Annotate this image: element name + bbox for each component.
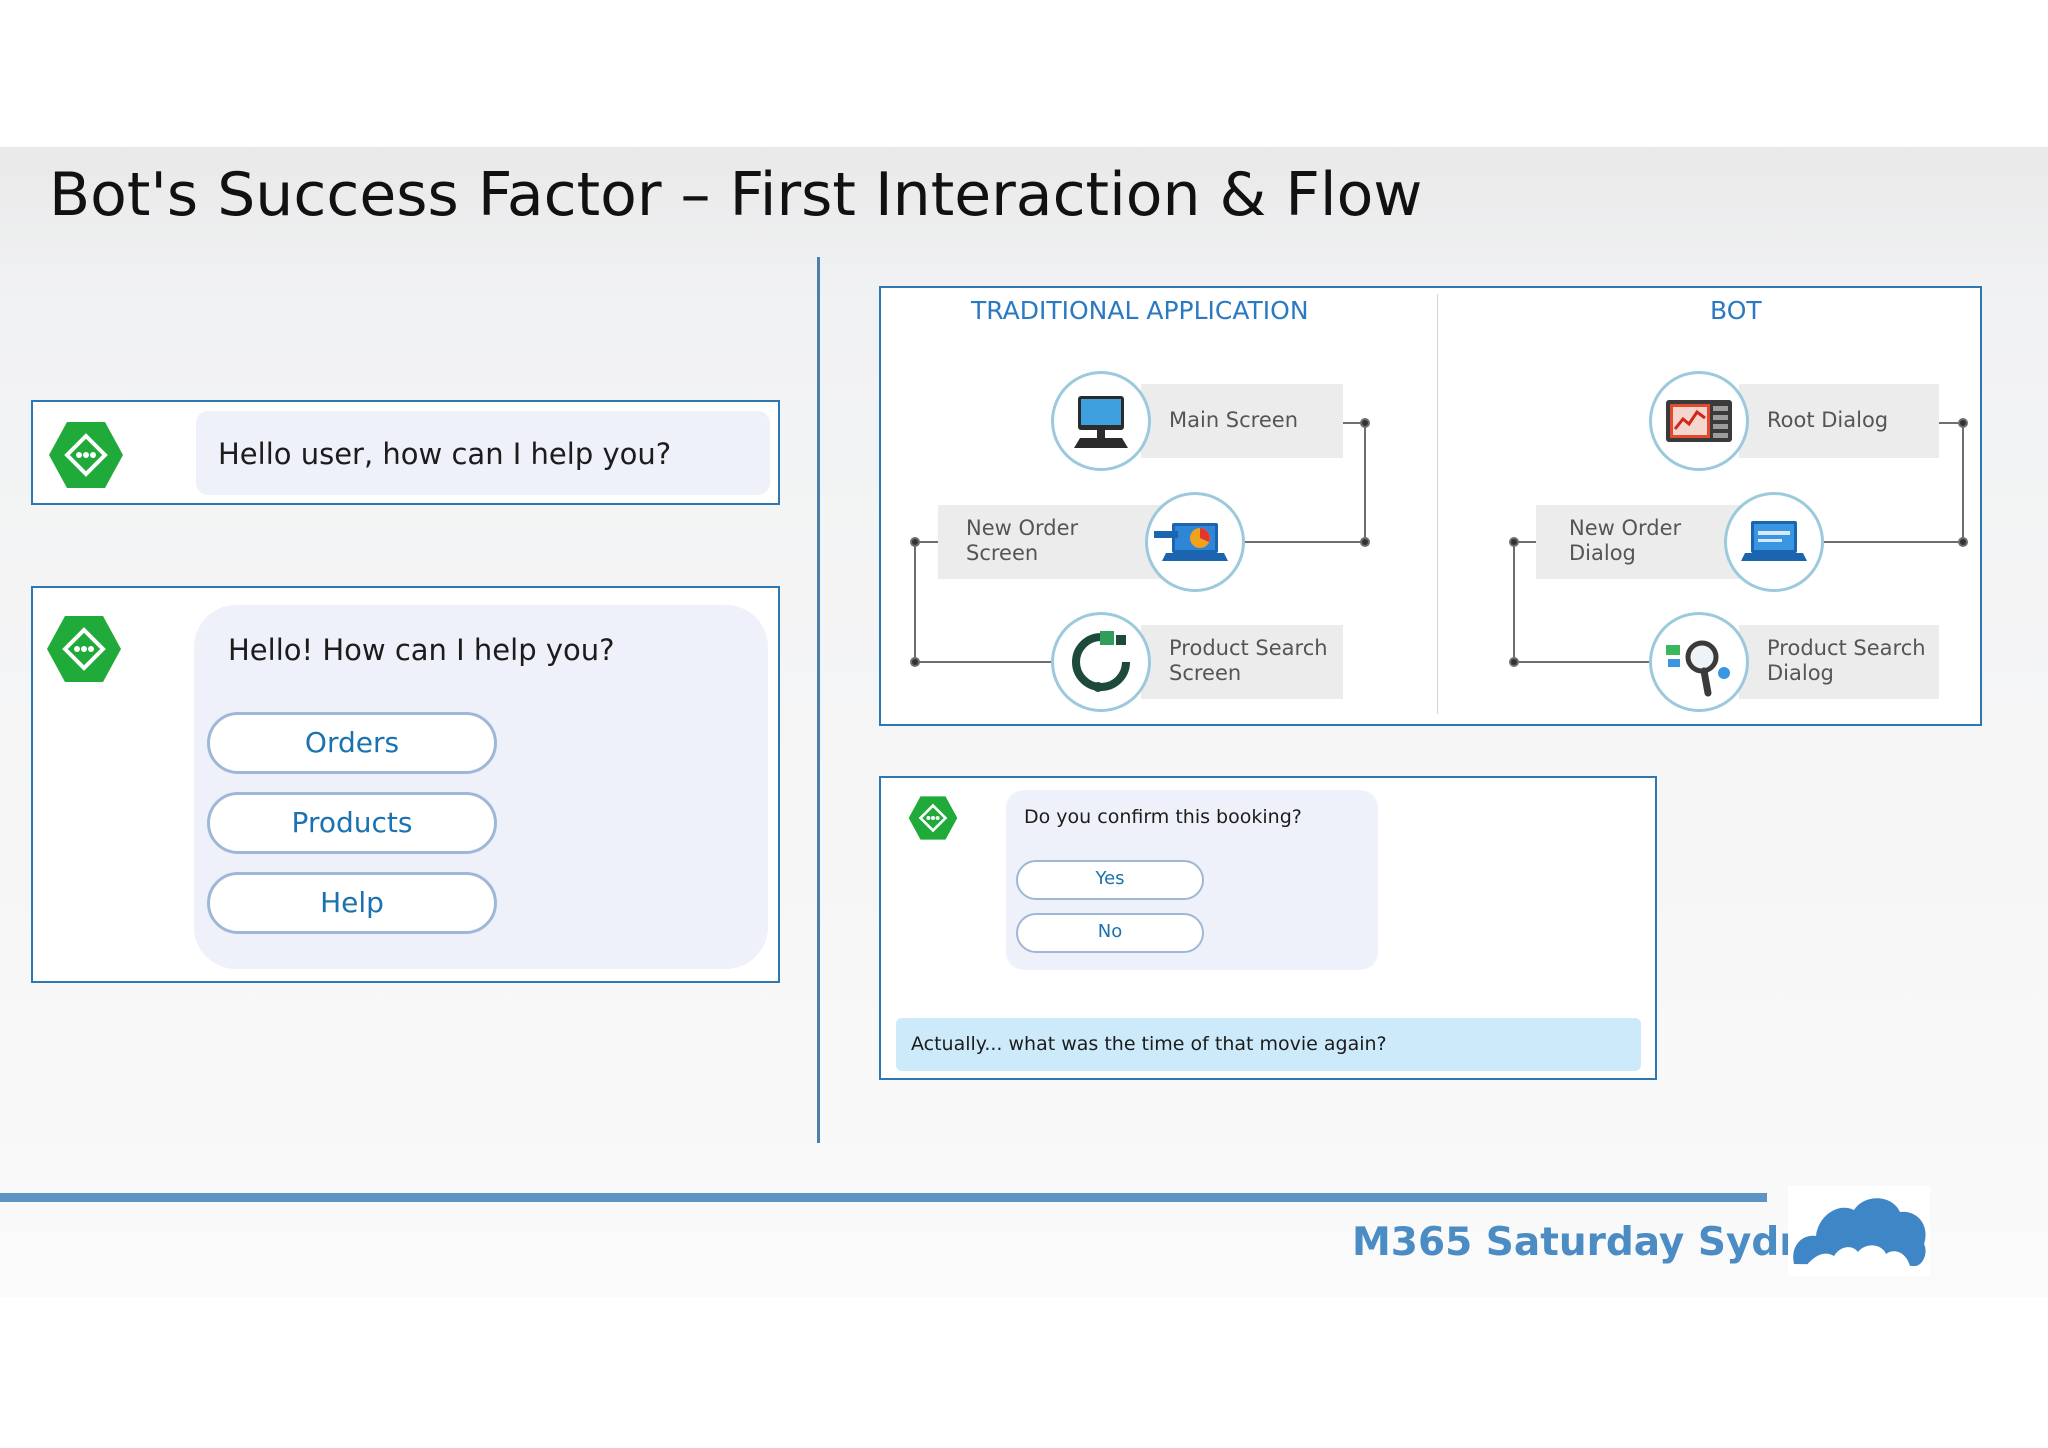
node-new-order-dialog <box>1724 492 1824 592</box>
chat-panel-menu: Hello! How can I help you? Orders Produc… <box>31 586 780 983</box>
flow-connectors <box>910 418 1968 667</box>
flow-column-divider <box>1437 294 1438 714</box>
magnifier-search-icon <box>1666 640 1730 697</box>
desktop-computer-icon <box>1074 396 1128 448</box>
slide-title: Bot's Success Factor – First Interaction… <box>49 160 1423 230</box>
chat-panel-confirm: Do you confirm this booking? Yes No Actu… <box>879 776 1657 1080</box>
bot-message-bubble: Hello user, how can I help you? <box>196 411 770 495</box>
divider-line <box>817 257 820 1143</box>
node-label-main-screen: Main Screen <box>1141 384 1343 458</box>
brand-name: M365 Saturday Sydney <box>1352 1220 1859 1265</box>
node-root-dialog <box>1649 371 1749 471</box>
bot-menu-text: Hello! How can I help you? <box>228 633 615 667</box>
node-label-product-search-screen: Product Search Screen <box>1141 625 1343 699</box>
orders-button[interactable]: Orders <box>207 712 497 774</box>
footer-line <box>0 1193 1767 1202</box>
no-button[interactable]: No <box>1016 913 1204 953</box>
yes-button[interactable]: Yes <box>1016 860 1204 900</box>
laptop-chart-icon <box>1154 523 1228 561</box>
bot-heading: BOT <box>1710 296 1762 325</box>
refresh-cycle-icon <box>1072 631 1130 692</box>
node-product-search-dialog <box>1649 612 1749 712</box>
traditional-app-heading: TRADITIONAL APPLICATION <box>971 296 1309 325</box>
bot-avatar-icon <box>908 796 958 840</box>
node-label-new-order-screen: New Order Screen <box>938 505 1168 579</box>
bot-avatar-icon <box>47 616 121 682</box>
node-new-order-screen <box>1145 492 1245 592</box>
laptop-form-icon <box>1741 521 1807 561</box>
cloud-logo-icon <box>1788 1186 1930 1276</box>
dashboard-monitor-icon <box>1666 400 1732 442</box>
bot-confirm-question: Do you confirm this booking? <box>1024 806 1302 828</box>
user-reply-text: Actually... what was the time of that mo… <box>911 1033 1387 1055</box>
node-product-search-screen <box>1051 612 1151 712</box>
node-label-product-search-dialog: Product Search Dialog <box>1739 625 1939 699</box>
bot-message-text: Hello user, how can I help you? <box>218 437 672 471</box>
node-main-screen <box>1051 371 1151 471</box>
user-reply-bubble: Actually... what was the time of that mo… <box>896 1018 1641 1071</box>
flow-comparison-panel: TRADITIONAL APPLICATION BOT Main Screen <box>879 286 1982 726</box>
products-button[interactable]: Products <box>207 792 497 854</box>
bot-avatar-icon <box>49 422 123 488</box>
help-button[interactable]: Help <box>207 872 497 934</box>
node-label-root-dialog: Root Dialog <box>1739 384 1939 458</box>
chat-panel-simple: Hello user, how can I help you? <box>31 400 780 505</box>
